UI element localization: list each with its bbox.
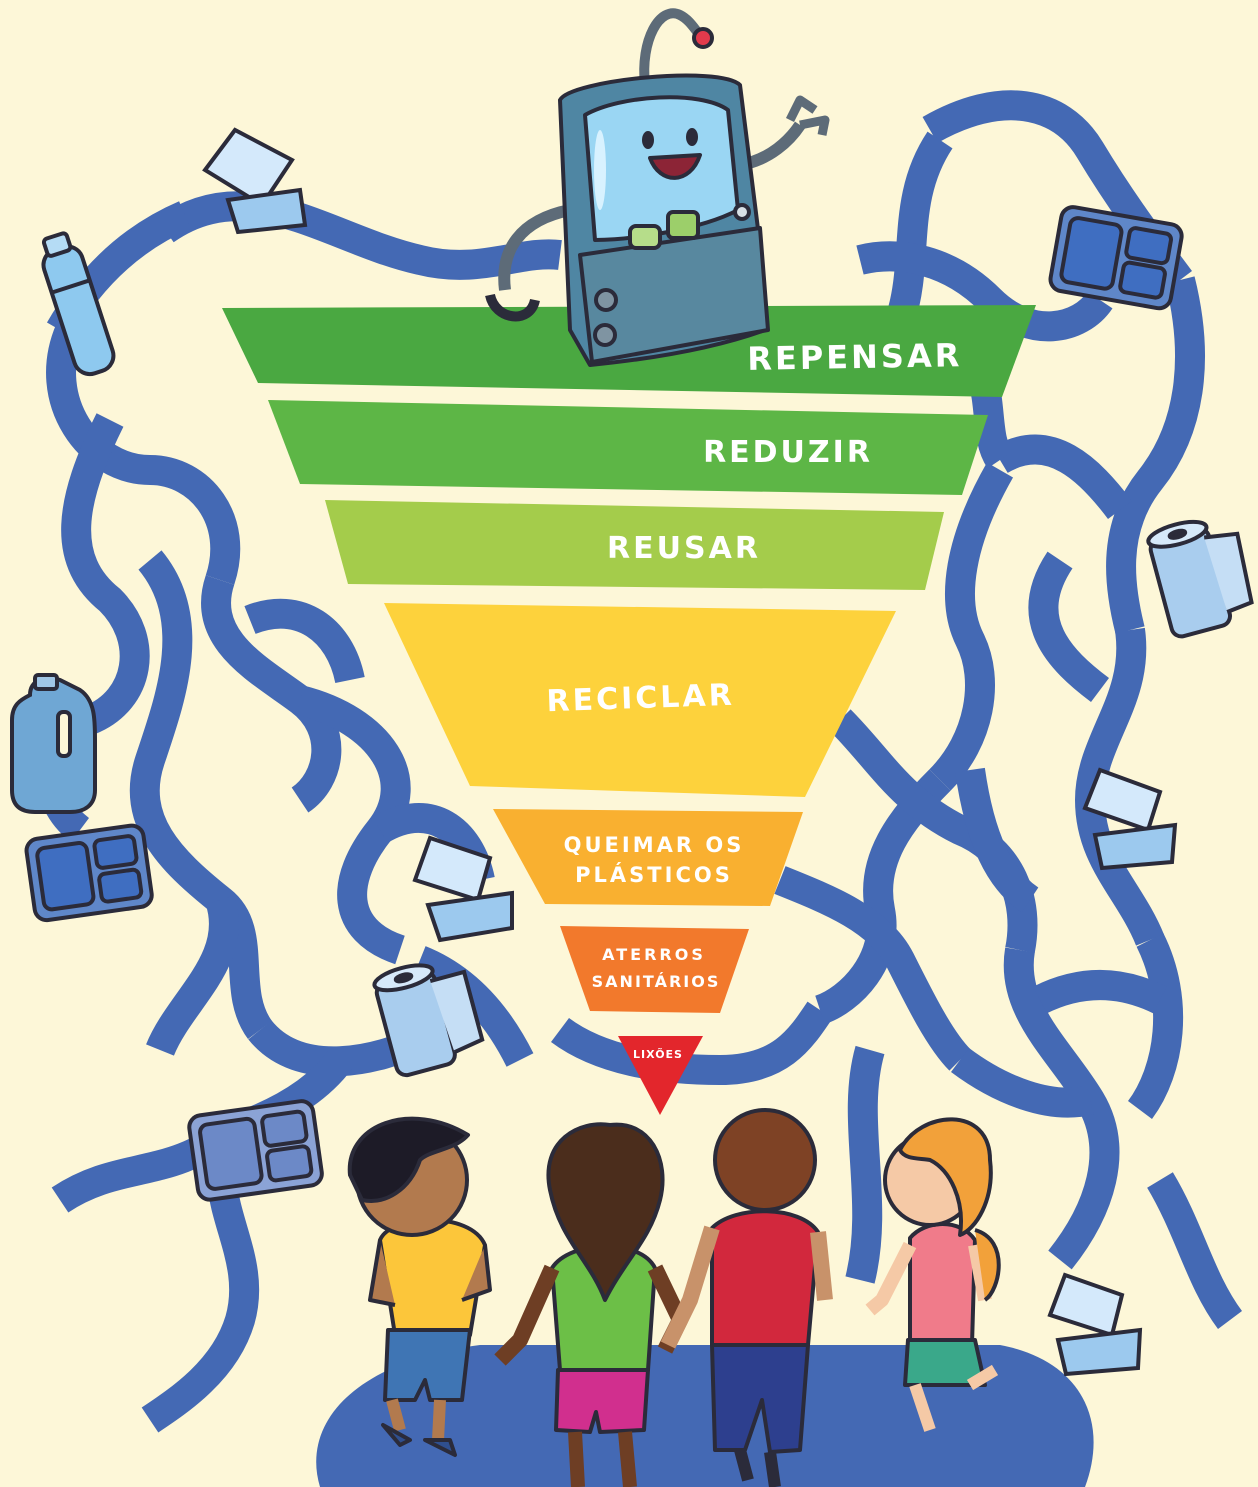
tier-aterros — [560, 926, 749, 1013]
food-container-icon — [202, 127, 308, 235]
tier-reduzir — [268, 400, 988, 495]
floor-shadow — [316, 1345, 1094, 1487]
lunch-tray-icon — [187, 1099, 324, 1202]
label-repensar: REPENSAR — [747, 336, 963, 378]
food-container-icon — [412, 835, 514, 943]
plastic-bottle-icon — [41, 231, 116, 377]
food-container-icon — [1082, 767, 1178, 871]
label-aterros-line2: SANITÁRIOS — [592, 972, 721, 991]
lunch-tray-icon — [24, 823, 154, 923]
label-queimar-line1: QUEIMAR OS — [564, 833, 745, 857]
paper-towel-roll-icon — [1146, 519, 1254, 639]
food-container-icon — [1047, 1272, 1143, 1377]
tier-reciclar — [384, 603, 896, 797]
child-icon — [865, 1117, 1001, 1432]
lunch-tray-icon — [1048, 205, 1184, 311]
child-icon — [347, 1116, 492, 1457]
robot-icon — [485, 8, 830, 367]
label-queimar-line2: PLÁSTICOS — [575, 862, 733, 887]
child-icon — [660, 1108, 833, 1487]
tier-queimar — [493, 809, 803, 906]
label-reduzir: REDUZIR — [703, 435, 873, 470]
label-aterros-line1: ATERROS — [602, 945, 706, 964]
paper-towel-roll-icon — [372, 963, 485, 1078]
label-lixoes: LIXÕES — [633, 1048, 683, 1061]
tier-lixoes — [618, 1036, 703, 1115]
label-reusar: REUSAR — [607, 531, 761, 566]
milk-jug-icon — [10, 673, 97, 814]
label-reciclar: RECICLAR — [546, 678, 735, 720]
tier-reusar — [325, 500, 944, 590]
child-icon — [494, 1122, 688, 1487]
